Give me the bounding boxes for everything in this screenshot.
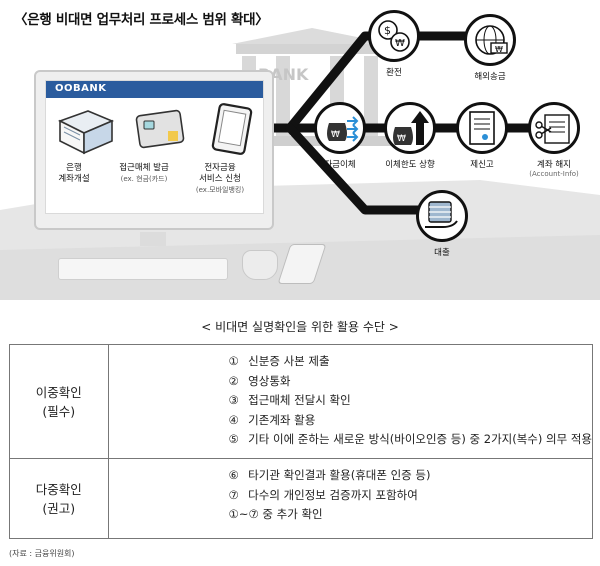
- report-label: 제신고: [470, 160, 494, 170]
- item-line1: 접근매체 발급: [119, 163, 169, 173]
- table-row: 이중확인 (필수) ① 신분증 사본 제출 ② 영상통화 ③ 접근매체 전달시 …: [9, 344, 594, 459]
- transfer-label: 자금이체: [324, 160, 356, 170]
- bank-name: OOBANK: [55, 83, 107, 94]
- limit-raise-label: 이체한도 상향: [385, 160, 435, 170]
- close-account-label: 계좌 해지 (Account-Info): [509, 158, 599, 178]
- means-title: < 비대면 실명확인을 위한 활용 수단 >: [201, 320, 399, 334]
- list-item: ①~⑦ 중 추가 확인: [228, 507, 323, 521]
- monitor-screen: OOBANK 은행 계좌개설: [45, 80, 264, 214]
- svg-text:₩: ₩: [331, 130, 340, 140]
- close-account-sub: (Account-Info): [529, 170, 579, 178]
- items-cell: ① 신분증 사본 제출 ② 영상통화 ③ 접근매체 전달시 확인 ④ 기존계좌 …: [107, 344, 594, 459]
- svg-text:₩: ₩: [397, 134, 406, 144]
- report-document-icon: [469, 111, 495, 145]
- money-bag-up-arrow-icon: ₩: [393, 111, 429, 145]
- screen-header-bar: OOBANK: [46, 81, 263, 98]
- screen-item-account-opening: 은행 계좌개설: [34, 163, 114, 185]
- svg-text:₩: ₩: [395, 38, 405, 49]
- list-item: ⑤ 기타 이에 준하는 새로운 방식(바이오인증 등) 중 2가지(복수) 의무…: [228, 432, 592, 446]
- monitor-stand: [140, 232, 166, 246]
- category-note: (필수): [42, 403, 76, 419]
- main-title: 〈은행 비대면 업무처리 프로세스 범위 확대〉: [14, 12, 269, 28]
- exchange-node: $ ₩: [368, 10, 420, 62]
- globe-money-icon: ₩: [475, 25, 508, 55]
- loan-node: [416, 190, 468, 242]
- passbook-icon: [57, 110, 115, 155]
- item-line1: 전자금융: [204, 163, 236, 173]
- remittance-label: 해외송금: [474, 72, 506, 82]
- keyboard: [58, 258, 228, 280]
- close-account-node: [528, 102, 580, 154]
- card-icon: [135, 109, 185, 149]
- item-line2: 서비스 신청: [199, 174, 241, 184]
- money-bag-transfer-icon: ₩: [327, 116, 359, 142]
- means-table: 이중확인 (필수) ① 신분증 사본 제출 ② 영상통화 ③ 접근매체 전달시 …: [9, 344, 594, 539]
- tablet-icon: [211, 103, 253, 155]
- screen-item-e-banking: 전자금융 서비스 신청 (ex.모바일뱅킹): [180, 163, 260, 196]
- transfer-node: ₩: [314, 102, 366, 154]
- category-note: (권고): [42, 500, 76, 516]
- list-item: ① 신분증 사본 제출: [228, 354, 330, 368]
- process-infographic: BANK 〈은행 비대면 업무처리 프로세스 범위 확대〉 OOBANK: [0, 10, 600, 300]
- source-note: (자료 : 금융위원회): [9, 549, 75, 558]
- list-item: ② 영상통화: [228, 373, 291, 388]
- screen-item-access-media: 접근매체 발급 (ex. 현금(카드): [104, 163, 184, 185]
- currency-exchange-icon: $ ₩: [378, 20, 410, 52]
- loan-label: 대출: [434, 248, 450, 258]
- category-name: 다중확인: [35, 481, 82, 497]
- list-item: ⑦ 다수의 개인정보 검증까지 포함하여: [228, 487, 418, 502]
- report-node: [456, 102, 508, 154]
- table-row: 다중확인 (권고) ⑥ 타기관 확인결과 활용(휴대폰 인증 등) ⑦ 다수의 …: [9, 458, 594, 539]
- category-cell: 다중확인 (권고): [9, 458, 109, 539]
- items-cell: ⑥ 타기관 확인결과 활용(휴대폰 인증 등) ⑦ 다수의 개인정보 검증까지 …: [107, 458, 594, 539]
- item-line2: 계좌개설: [58, 174, 90, 184]
- item-sub: (ex. 현금(카드): [120, 175, 168, 183]
- scissors-document-icon: [535, 114, 570, 144]
- exchange-label: 환전: [386, 68, 402, 78]
- category-cell: 이중확인 (필수): [9, 344, 109, 459]
- list-item: ③ 접근매체 전달시 확인: [228, 393, 351, 407]
- monitor: OOBANK 은행 계좌개설: [34, 70, 274, 230]
- mouse: [242, 250, 278, 280]
- svg-text:₩: ₩: [495, 45, 503, 54]
- close-account-label-text: 계좌 해지: [537, 160, 571, 170]
- item-line1: 은행: [66, 163, 82, 173]
- limit-raise-node: ₩: [384, 102, 436, 154]
- list-item: ⑥ 타기관 확인결과 활용(휴대폰 인증 등): [228, 468, 431, 482]
- list-item: ④ 기존계좌 활용: [228, 412, 316, 427]
- cash-hand-icon: [425, 201, 458, 228]
- category-name: 이중확인: [35, 384, 82, 400]
- svg-text:$: $: [384, 24, 391, 37]
- remittance-node: ₩: [464, 14, 516, 66]
- item-sub: (ex.모바일뱅킹): [195, 186, 245, 194]
